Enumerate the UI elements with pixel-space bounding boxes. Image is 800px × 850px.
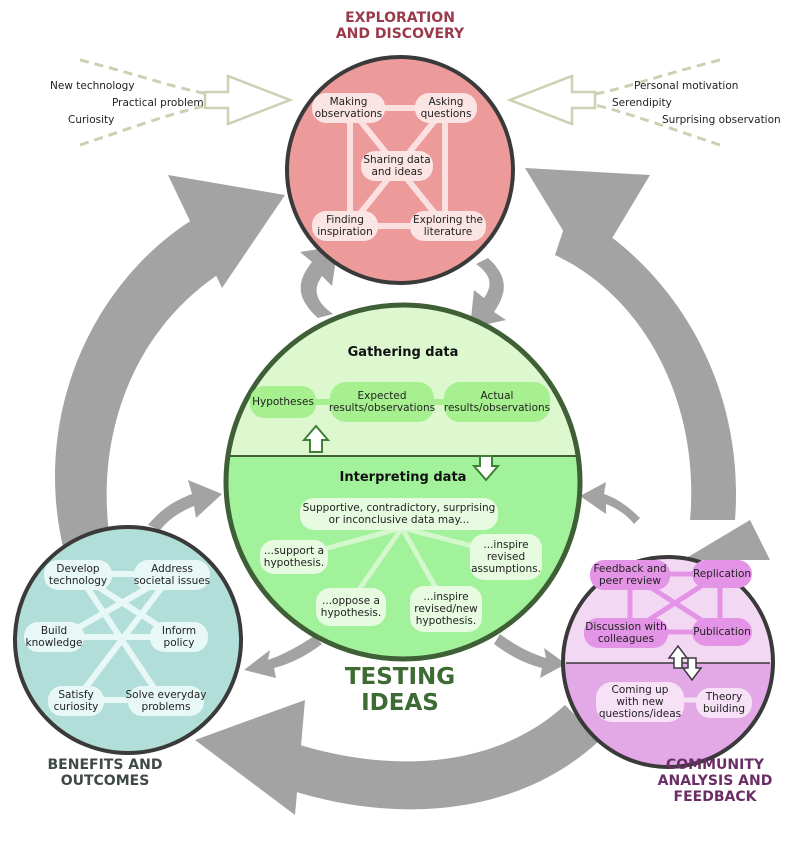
node-finding-inspiration: Finding inspiration [317,214,373,238]
node-asking-questions: Asking questions [420,96,472,120]
cycle-arrowhead-right-lower [683,520,770,560]
node-discussion-colleagues: Discussion with colleagues [585,621,667,645]
cycle-arrow-benefits-to-exploration [55,215,225,555]
exploration-title: EXPLORATION AND DISCOVERY [335,10,465,42]
node-oppose-hypothesis: ...oppose a hypothesis. [320,595,382,619]
node-coming-up-questions: Coming up with new questions/ideas [598,684,682,720]
arrow-testing-to-community [494,634,566,678]
arrow-testing-to-exploration [300,246,338,318]
arrow-up-green [301,424,331,453]
input-practical-problem: Practical problem [112,97,204,109]
cycle-arrowhead-left [168,175,285,288]
node-inform-policy: Inform policy [161,625,197,649]
node-build-knowledge: Build knowledge [25,625,83,649]
node-feedback-peer-review: Feedback and peer review [593,563,667,587]
arrow-exploration-to-testing [470,258,506,328]
community-title: COMMUNITY ANALYSIS AND FEEDBACK [657,757,773,805]
node-satisfy-curiosity: Satisfy curiosity [53,689,99,713]
node-hypotheses: Hypotheses [252,396,314,408]
node-sharing-data: Sharing data and ideas [363,154,431,178]
node-replication: Replication [692,568,752,580]
arrow-benefits-to-testing [148,480,222,530]
gathering-data-heading: Gathering data [347,345,459,360]
node-inspire-new-hypothesis: ...inspire revised/new hypothesis. [414,591,478,627]
node-exploring-literature: Exploring the literature [413,214,483,238]
node-actual-results: Actual results/observations [443,390,551,414]
arrow-up-community [667,644,689,669]
cycle-arrow-exploration-to-community [555,210,737,520]
input-serendipity: Serendipity [612,97,672,109]
node-data-may: Supportive, contradictory, surprising or… [302,502,496,526]
arrow-down-community [681,657,703,682]
node-theory-building: Theory building [702,691,746,715]
arrow-testing-to-benefits [244,636,322,678]
input-new-technology: New technology [50,80,135,92]
testing-circle [223,302,583,662]
community-circle [561,555,775,769]
node-inspire-revised-assumptions: ...inspire revised assumptions. [471,539,541,575]
cycle-arrowhead-right [525,168,650,275]
node-making-observations: Making observations [314,96,383,120]
node-publication: Publication [693,626,751,638]
node-expected-results: Expected results/observations [328,390,436,414]
arrow-community-to-testing [580,482,640,524]
node-support-hypothesis: ...support a hypothesis. [263,545,325,569]
interpreting-data-heading: Interpreting data [339,470,467,485]
input-curiosity: Curiosity [68,114,115,126]
testing-title: TESTING IDEAS [344,664,456,716]
node-develop-technology: Develop technology [48,563,108,587]
input-arrow-left [203,74,294,126]
benefits-title: BENEFITS AND OUTCOMES [47,757,163,789]
node-solve-everyday-problems: Solve everyday problems [125,689,207,713]
input-arrow-right [506,74,597,126]
cycle-arrowhead-bottom [195,700,305,815]
arrow-down-green [471,455,501,482]
cycle-arrow-community-to-benefits [290,705,600,810]
input-personal-motivation: Personal motivation [634,80,739,92]
input-surprising-observation: Surprising observation [662,114,781,126]
node-address-societal-issues: Address societal issues [133,563,211,587]
